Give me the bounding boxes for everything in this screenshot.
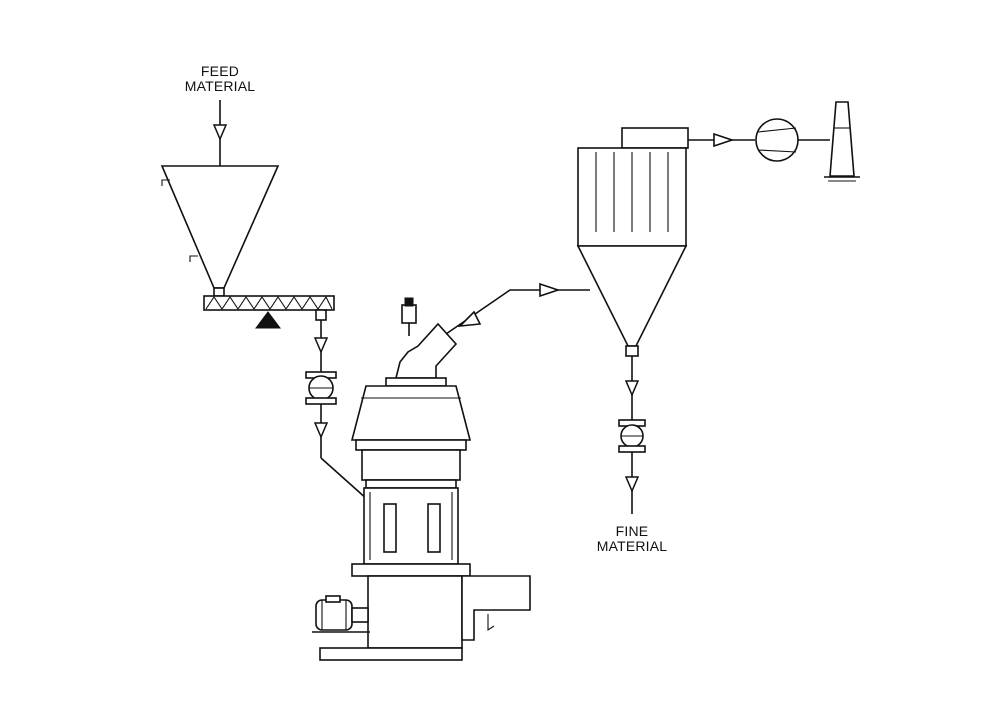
classifier-outlet xyxy=(394,297,458,379)
duct-arrow-1-icon xyxy=(457,310,482,328)
motor xyxy=(312,595,370,633)
duct-arrow-2-icon xyxy=(539,282,561,298)
screw-conveyor xyxy=(203,295,335,329)
feed-hopper xyxy=(160,165,280,297)
feed-label-line-1: FEED xyxy=(200,63,240,79)
conveyor-arrow-icon xyxy=(314,337,328,353)
feed-inlet xyxy=(213,100,227,166)
fine-label-line-2: MATERIAL xyxy=(596,538,668,554)
discharge-arrow-1-icon xyxy=(625,380,639,396)
rotary-valve-fine xyxy=(618,419,646,453)
exhaust-fan xyxy=(755,118,830,162)
conveyor-support-icon xyxy=(255,311,281,329)
valve-arrow-icon xyxy=(314,422,328,438)
mill-window-right xyxy=(427,503,441,553)
exhaust-stack xyxy=(824,101,860,182)
vertical-mill xyxy=(319,377,531,661)
bag-filter xyxy=(576,127,689,357)
rotary-valve-feed xyxy=(305,371,337,405)
discharge-arrow-2-icon xyxy=(625,476,639,492)
feed-arrow-icon xyxy=(213,124,227,140)
feed-material-label: FEED MATERIAL xyxy=(170,64,270,94)
feed-line-to-valve xyxy=(314,320,328,372)
mill-window-left xyxy=(383,503,397,553)
mill-to-filter-duct xyxy=(445,282,590,335)
fine-label-line-1: FINE xyxy=(615,523,649,539)
feed-label-line-2: MATERIAL xyxy=(184,78,256,94)
feed-line-to-mill xyxy=(314,404,369,501)
fan-inlet-arrow-icon xyxy=(713,132,735,148)
fine-outlet-line xyxy=(625,452,639,514)
fine-material-label: FINE MATERIAL xyxy=(582,524,682,554)
fine-discharge-line xyxy=(625,356,639,420)
filter-to-fan-line xyxy=(688,132,755,148)
